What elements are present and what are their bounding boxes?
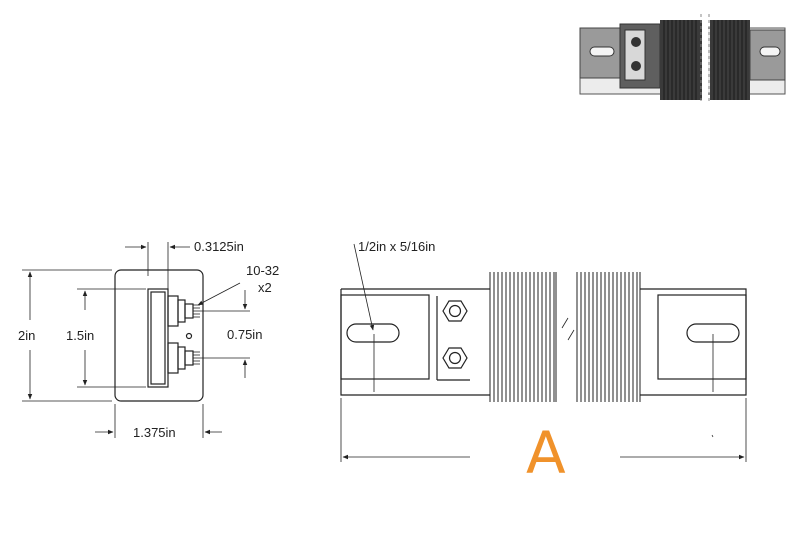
cooling-fins-right (576, 272, 641, 402)
side-view-dimensions (22, 242, 250, 438)
dim-thread-qty: x2 (258, 280, 272, 295)
side-view-body (114, 269, 204, 402)
terminal-nut-lower (442, 347, 468, 369)
dim-width-top: 0.3125in (194, 239, 244, 254)
side-view-plate (147, 288, 169, 388)
thumbnail-3d-view (579, 14, 786, 104)
dim-terminal-spacing: 0.75in (227, 327, 262, 342)
front-view-dimensions (340, 243, 747, 462)
side-view (114, 269, 204, 402)
right-mounting-pad (657, 294, 747, 380)
left-mounting-slot (346, 323, 400, 343)
dim-length-a: A (526, 419, 566, 487)
dim-height-total: 2in (18, 328, 35, 343)
left-mounting-pad (340, 294, 430, 380)
dim-thread: 10-32 (246, 263, 279, 278)
terminal-nut-upper (442, 300, 468, 322)
dim-height-inner: 1.5in (66, 328, 94, 343)
dim-slot-size: 1/2in x 5/16in (358, 239, 435, 254)
front-view (340, 288, 747, 396)
dim-width-bottom: 1.375in (133, 425, 176, 440)
cooling-fins-left (489, 272, 557, 402)
